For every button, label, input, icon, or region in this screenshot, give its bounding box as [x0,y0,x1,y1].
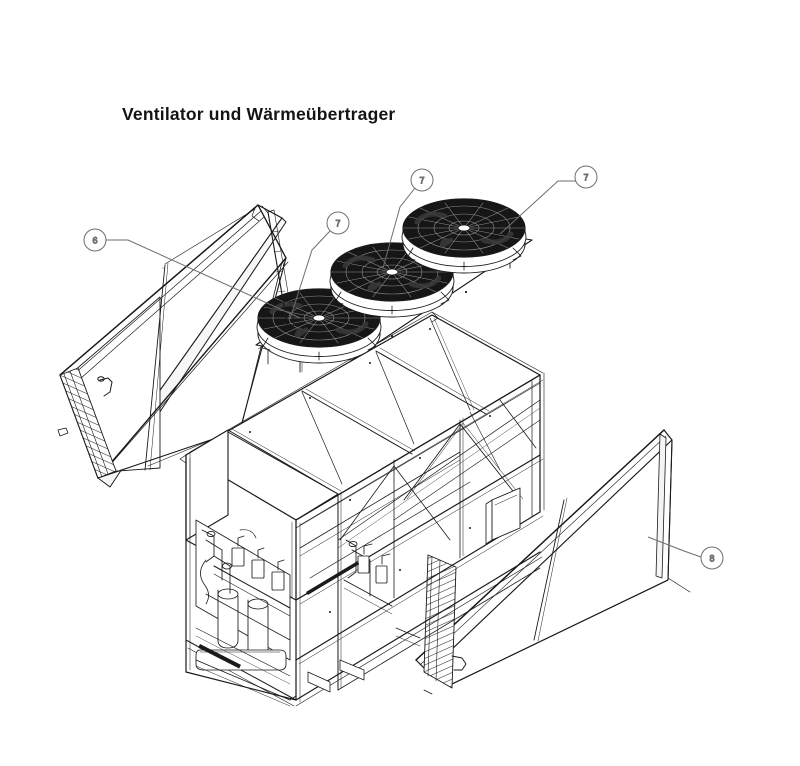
page-title: Ventilator und Wärmeübertrager [122,104,396,124]
callout-6[interactable]: 6 [83,228,301,319]
callout-8[interactable]: 8 [647,536,724,570]
callout-7-right-label: 7 [583,173,588,183]
callout-7-left-label: 7 [335,219,340,229]
callout-8-bubble[interactable] [700,546,724,570]
callout-7-left[interactable]: 7 [289,211,350,320]
callout-6-label: 6 [92,236,97,246]
callout-7-middle[interactable]: 7 [382,168,434,269]
axial-fan-rear [401,198,527,274]
compressor-piping-assembly [195,451,471,707]
heat-exchanger-panel-left [57,204,289,488]
callout-7-right-bubble[interactable] [574,165,598,189]
callout-7-right-leader [499,180,576,235]
callout-6-bubble[interactable] [83,228,107,252]
callout-7-right[interactable]: 7 [499,165,598,235]
callout-6-leader [106,239,301,319]
callout-7-middle-label: 7 [419,176,424,186]
callout-7-middle-bubble[interactable] [410,168,434,192]
callout-8-leader [647,536,702,558]
callout-8-label: 8 [709,554,714,564]
callout-7-middle-leader [382,187,416,269]
callout-7-left-leader [289,230,331,320]
heat-exchanger-panel-right [415,429,691,695]
callout-7-left-bubble[interactable] [326,211,350,235]
callout-layer: 6 7 7 7 8 [83,165,724,570]
